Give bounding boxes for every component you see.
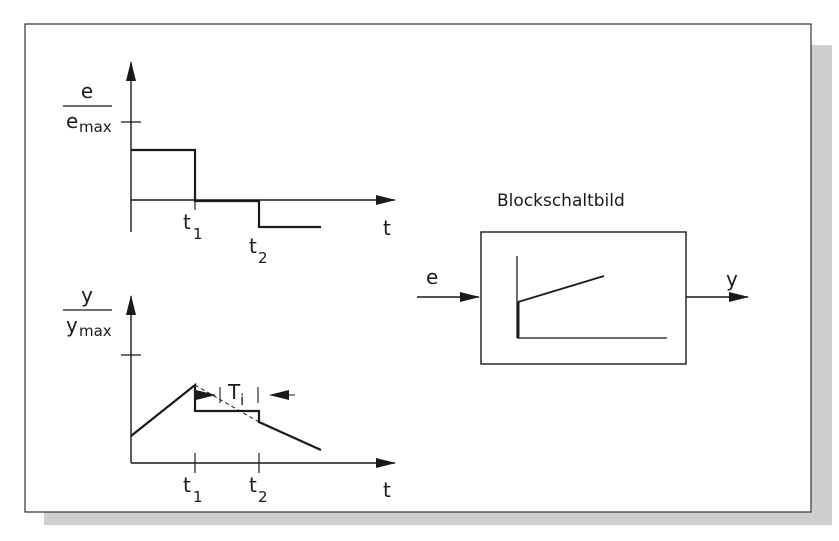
top-tick1-label: t [183, 210, 191, 234]
transfer-block [480, 231, 687, 365]
ti-label-sub: i [240, 391, 244, 409]
bottom-tick2-sub: 2 [258, 488, 268, 506]
bottom-dashed-extension [194, 384, 260, 423]
bottom-y-label-den: y [66, 313, 78, 337]
top-signal-curve [131, 148, 321, 229]
bottom-tick1-label: t [183, 473, 191, 497]
top-tick1-sub: 1 [193, 225, 203, 243]
block-step-response [516, 256, 667, 339]
top-graph [121, 61, 396, 232]
ti-label: T [227, 380, 241, 404]
bottom-y-label-num: y [81, 283, 93, 307]
bottom-y-label: y y max [63, 283, 112, 340]
top-y-label: e e max [63, 79, 112, 136]
top-y-label-den: e [66, 109, 78, 133]
top-tick2-sub: 2 [258, 249, 268, 267]
top-y-label-num: e [81, 79, 93, 103]
diagram-frame [24, 23, 812, 513]
bottom-graph [121, 295, 396, 473]
top-tick2-label: t [249, 234, 257, 258]
top-x-label: t [383, 216, 391, 240]
block-input-label: e [426, 265, 438, 289]
bottom-tick1-sub: 1 [193, 488, 203, 506]
block-title: Blockschaltbild [497, 191, 625, 211]
bottom-tick2-label: t [249, 473, 257, 497]
top-y-label-den-sub: max [79, 118, 112, 136]
block-response-ramp [517, 275, 605, 303]
bottom-y-label-den-sub: max [79, 322, 112, 340]
bottom-output-curve [130, 382, 322, 452]
block-output-label: y [726, 267, 738, 291]
bottom-x-label: t [383, 478, 391, 502]
